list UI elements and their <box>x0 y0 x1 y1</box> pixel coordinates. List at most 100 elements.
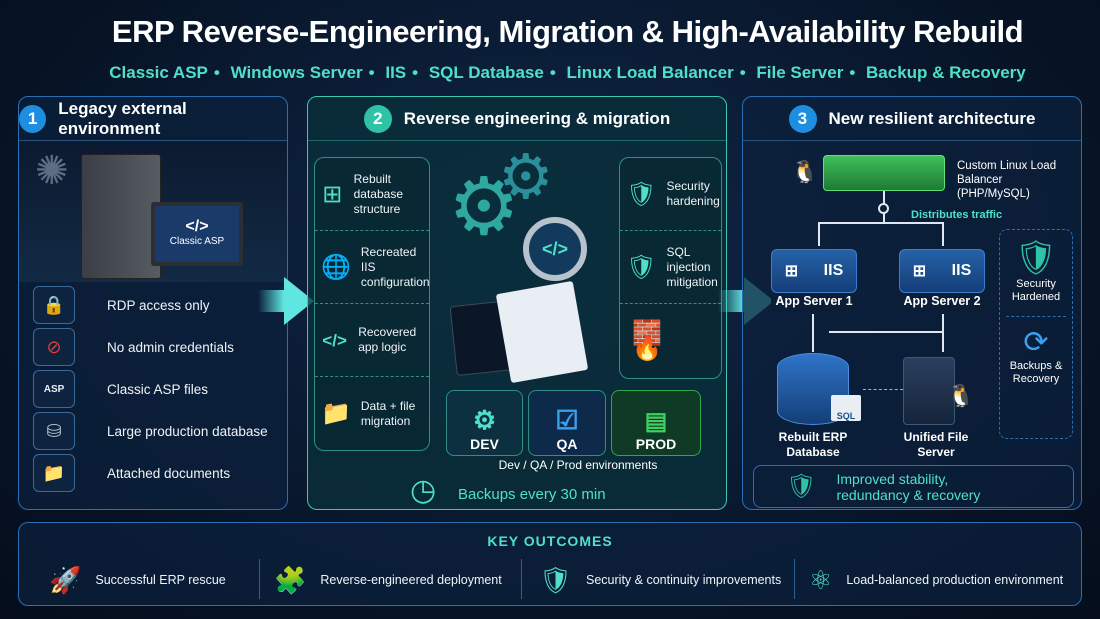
page-title: ERP Reverse-Engineering, Migration & Hig… <box>111 14 1024 49</box>
architecture-panel: 3 New resilient architecture 🐧 Custom Li… <box>742 96 1082 510</box>
security-label: Security hardening <box>666 179 720 208</box>
old-server-icon <box>81 154 161 279</box>
monitor-label: Classic ASP <box>169 236 225 247</box>
connector <box>818 222 944 224</box>
task-item: 🌐 Recreated IIS configuration <box>315 231 430 304</box>
shield-check-icon: 🛡 <box>1014 239 1058 277</box>
document-icon <box>495 280 589 384</box>
linux-penguin-icon: 🐧 <box>791 159 819 184</box>
tech-item: Windows Server <box>230 63 363 82</box>
app-server-label: App Server 2 <box>899 294 985 312</box>
outcome-label: Reverse-engineered deployment <box>320 573 502 587</box>
checklist-icon: ☑ <box>555 405 579 435</box>
shield-code-icon: 🛡 <box>626 253 657 281</box>
panel-title: Legacy external environment <box>58 98 187 138</box>
tech-item: Backup & Recovery <box>866 63 1026 82</box>
network-icon: ⚛ <box>809 564 833 595</box>
legacy-item: 🔒 RDP access only <box>33 285 289 325</box>
outcome-label: Successful ERP rescue <box>95 573 226 587</box>
outcome-item: 🧩 Reverse-engineered deployment <box>274 563 502 597</box>
puzzle-icon: 🧩 <box>274 564 307 595</box>
divider <box>521 559 522 599</box>
task-label: Rebuilt database structure <box>353 171 403 216</box>
divider <box>259 559 260 599</box>
sql-file-icon: SQL <box>831 395 861 421</box>
security-item: 🛡 Security hardening <box>620 158 721 231</box>
item-label: No admin credentials <box>107 339 234 355</box>
item-label: RDP access only <box>107 297 210 313</box>
legacy-item: 📁Attached documents <box>33 453 289 493</box>
outcomes-title: KEY OUTCOMES <box>487 533 613 549</box>
tech-item: SQL Database <box>428 63 544 82</box>
env-label: QA <box>556 436 578 452</box>
env-label: PROD <box>635 436 677 452</box>
file-server-label: Unified File Server <box>903 430 969 459</box>
task-item: ⊞ Rebuilt database structure <box>315 158 429 231</box>
improvement-text: Improved stability, redundancy & recover… <box>836 470 981 503</box>
key-outcomes: KEY OUTCOMES 🚀 Successful ERP rescue 🧩 Rev… <box>18 522 1082 606</box>
panel-header: 1 Legacy external environment <box>19 97 287 141</box>
tech-stack-subtitle: Classic ASP• Windows Server• IIS• SQL Da… <box>109 63 1026 82</box>
connector <box>942 314 944 352</box>
windows-icon: ⊞ <box>912 263 927 280</box>
connector <box>942 222 944 246</box>
asp-file-icon: ASP <box>33 370 75 408</box>
file-server-icon <box>903 357 955 425</box>
outcome-item: ⚛ Load-balanced production environment <box>809 563 1063 597</box>
security-item: 🛡 SQL injection mitigation <box>620 231 721 304</box>
backup-frequency: Backups every 30 min <box>458 486 606 503</box>
env-caption: Dev / QA / Prod environments <box>498 458 658 472</box>
shield-lock-icon: 🛡 <box>626 180 657 208</box>
step-number: 1 <box>19 104 47 133</box>
lock-remote-icon: 🔒 <box>33 286 75 324</box>
divider <box>794 559 795 599</box>
server-globe-icon: 🌐 <box>321 253 351 281</box>
improvement-banner: 🛡 Improved stability, redundancy & recov… <box>753 465 1074 508</box>
no-user-icon: ⊘ <box>33 328 75 366</box>
env-prod: ▤PROD <box>611 390 701 456</box>
magnifier-code-icon: </> <box>523 217 587 281</box>
monitor-icon: </> Classic ASP <box>151 202 243 266</box>
iis-badge: IIS <box>951 262 972 279</box>
task-label: Recreated IIS configuration <box>360 244 430 289</box>
panel-header: 2 Reverse engineering & migration <box>308 97 726 141</box>
database-icon: ⛁ <box>33 412 75 450</box>
gear-icon: ⚙ <box>498 143 554 212</box>
step-number: 3 <box>788 104 817 133</box>
tech-item: Linux Load Balancer <box>566 63 734 82</box>
outcome-item: 🛡Security & continuity improvements <box>539 563 781 597</box>
load-balancer-icon <box>823 155 945 191</box>
env-dev: ⚙DEV <box>446 390 523 456</box>
flowchart-icon: ⊞ <box>322 180 343 208</box>
step-number: 2 <box>363 104 392 133</box>
security-label: SQL injection mitigation <box>666 244 718 289</box>
junction-node <box>878 203 889 214</box>
rocket-icon: 🚀 <box>49 564 82 595</box>
legacy-item: ⊘ No admin credentials <box>33 327 289 367</box>
backup-clock-icon: ⟳ <box>1023 326 1049 359</box>
dev-laptop-icon: ⚙ <box>472 405 497 435</box>
prod-server-icon: ▤ <box>644 408 668 435</box>
tech-item: Classic ASP <box>109 63 208 82</box>
gears-icon: ⚙ <box>448 162 520 251</box>
legacy-illustration: ✺ </> Classic ASP <box>19 142 287 282</box>
migration-panel: 2 Reverse engineering & migration ⊞ Rebui… <box>307 96 727 510</box>
panel-title: Reverse engineering & migration <box>403 108 671 128</box>
outcome-item: 🚀 Successful ERP rescue <box>49 563 226 597</box>
legacy-panel: 1 Legacy external environment ✺ </> Clas… <box>18 96 288 510</box>
iis-badge: IIS <box>823 262 844 279</box>
connector <box>829 331 943 333</box>
security-hardened-label: Security Hardened <box>1011 278 1061 303</box>
shield-check-icon: 🛡 <box>786 473 817 500</box>
app-server-2: ⊞ IIS <box>899 249 985 293</box>
security-tasks: 🛡 Security hardening 🛡 SQL injection mitig… <box>619 157 722 379</box>
task-item: </>Recovered app logic <box>315 304 429 377</box>
outcome-label: Load-balanced production environment <box>846 573 1064 587</box>
security-item: 🧱🔥 <box>620 304 721 377</box>
migration-tasks: ⊞ Rebuilt database structure 🌐 Recreated I… <box>314 157 430 451</box>
panel-header: 3 New resilient architecture <box>743 97 1081 141</box>
clock-icon: ◷ <box>410 474 437 507</box>
load-balancer-label: Custom Linux Load Balancer (PHP/MySQL) <box>957 160 1057 200</box>
linux-penguin-icon: 🐧 <box>947 383 975 408</box>
